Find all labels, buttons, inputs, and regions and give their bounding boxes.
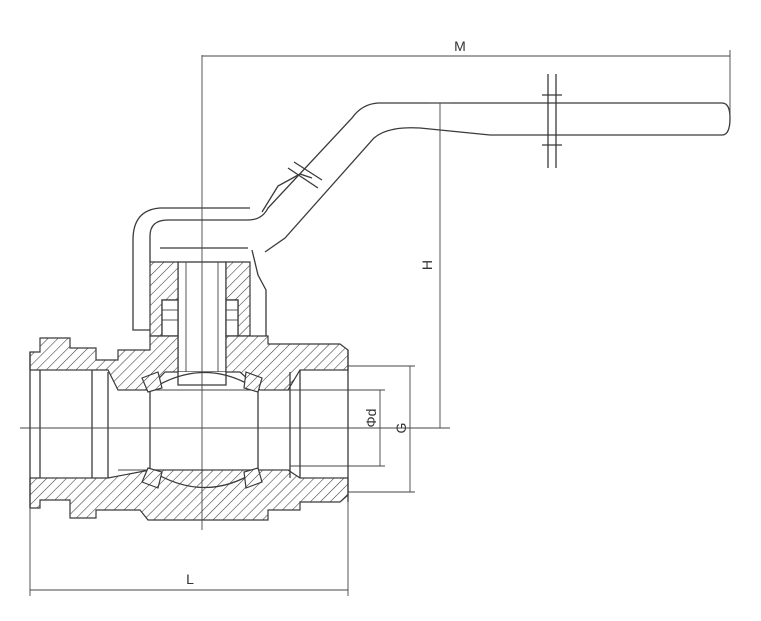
dimension-lines [29, 50, 731, 596]
lever-handle [132, 74, 731, 338]
dimension-label-m: M [454, 38, 466, 54]
dimension-label-l: L [186, 571, 194, 587]
center-lines [20, 55, 440, 530]
dimension-label-phi-d: Φd [363, 409, 379, 428]
dimension-label-g: G [393, 423, 409, 434]
ball-and-seats [118, 371, 290, 489]
dimension-label-h: H [419, 260, 435, 270]
